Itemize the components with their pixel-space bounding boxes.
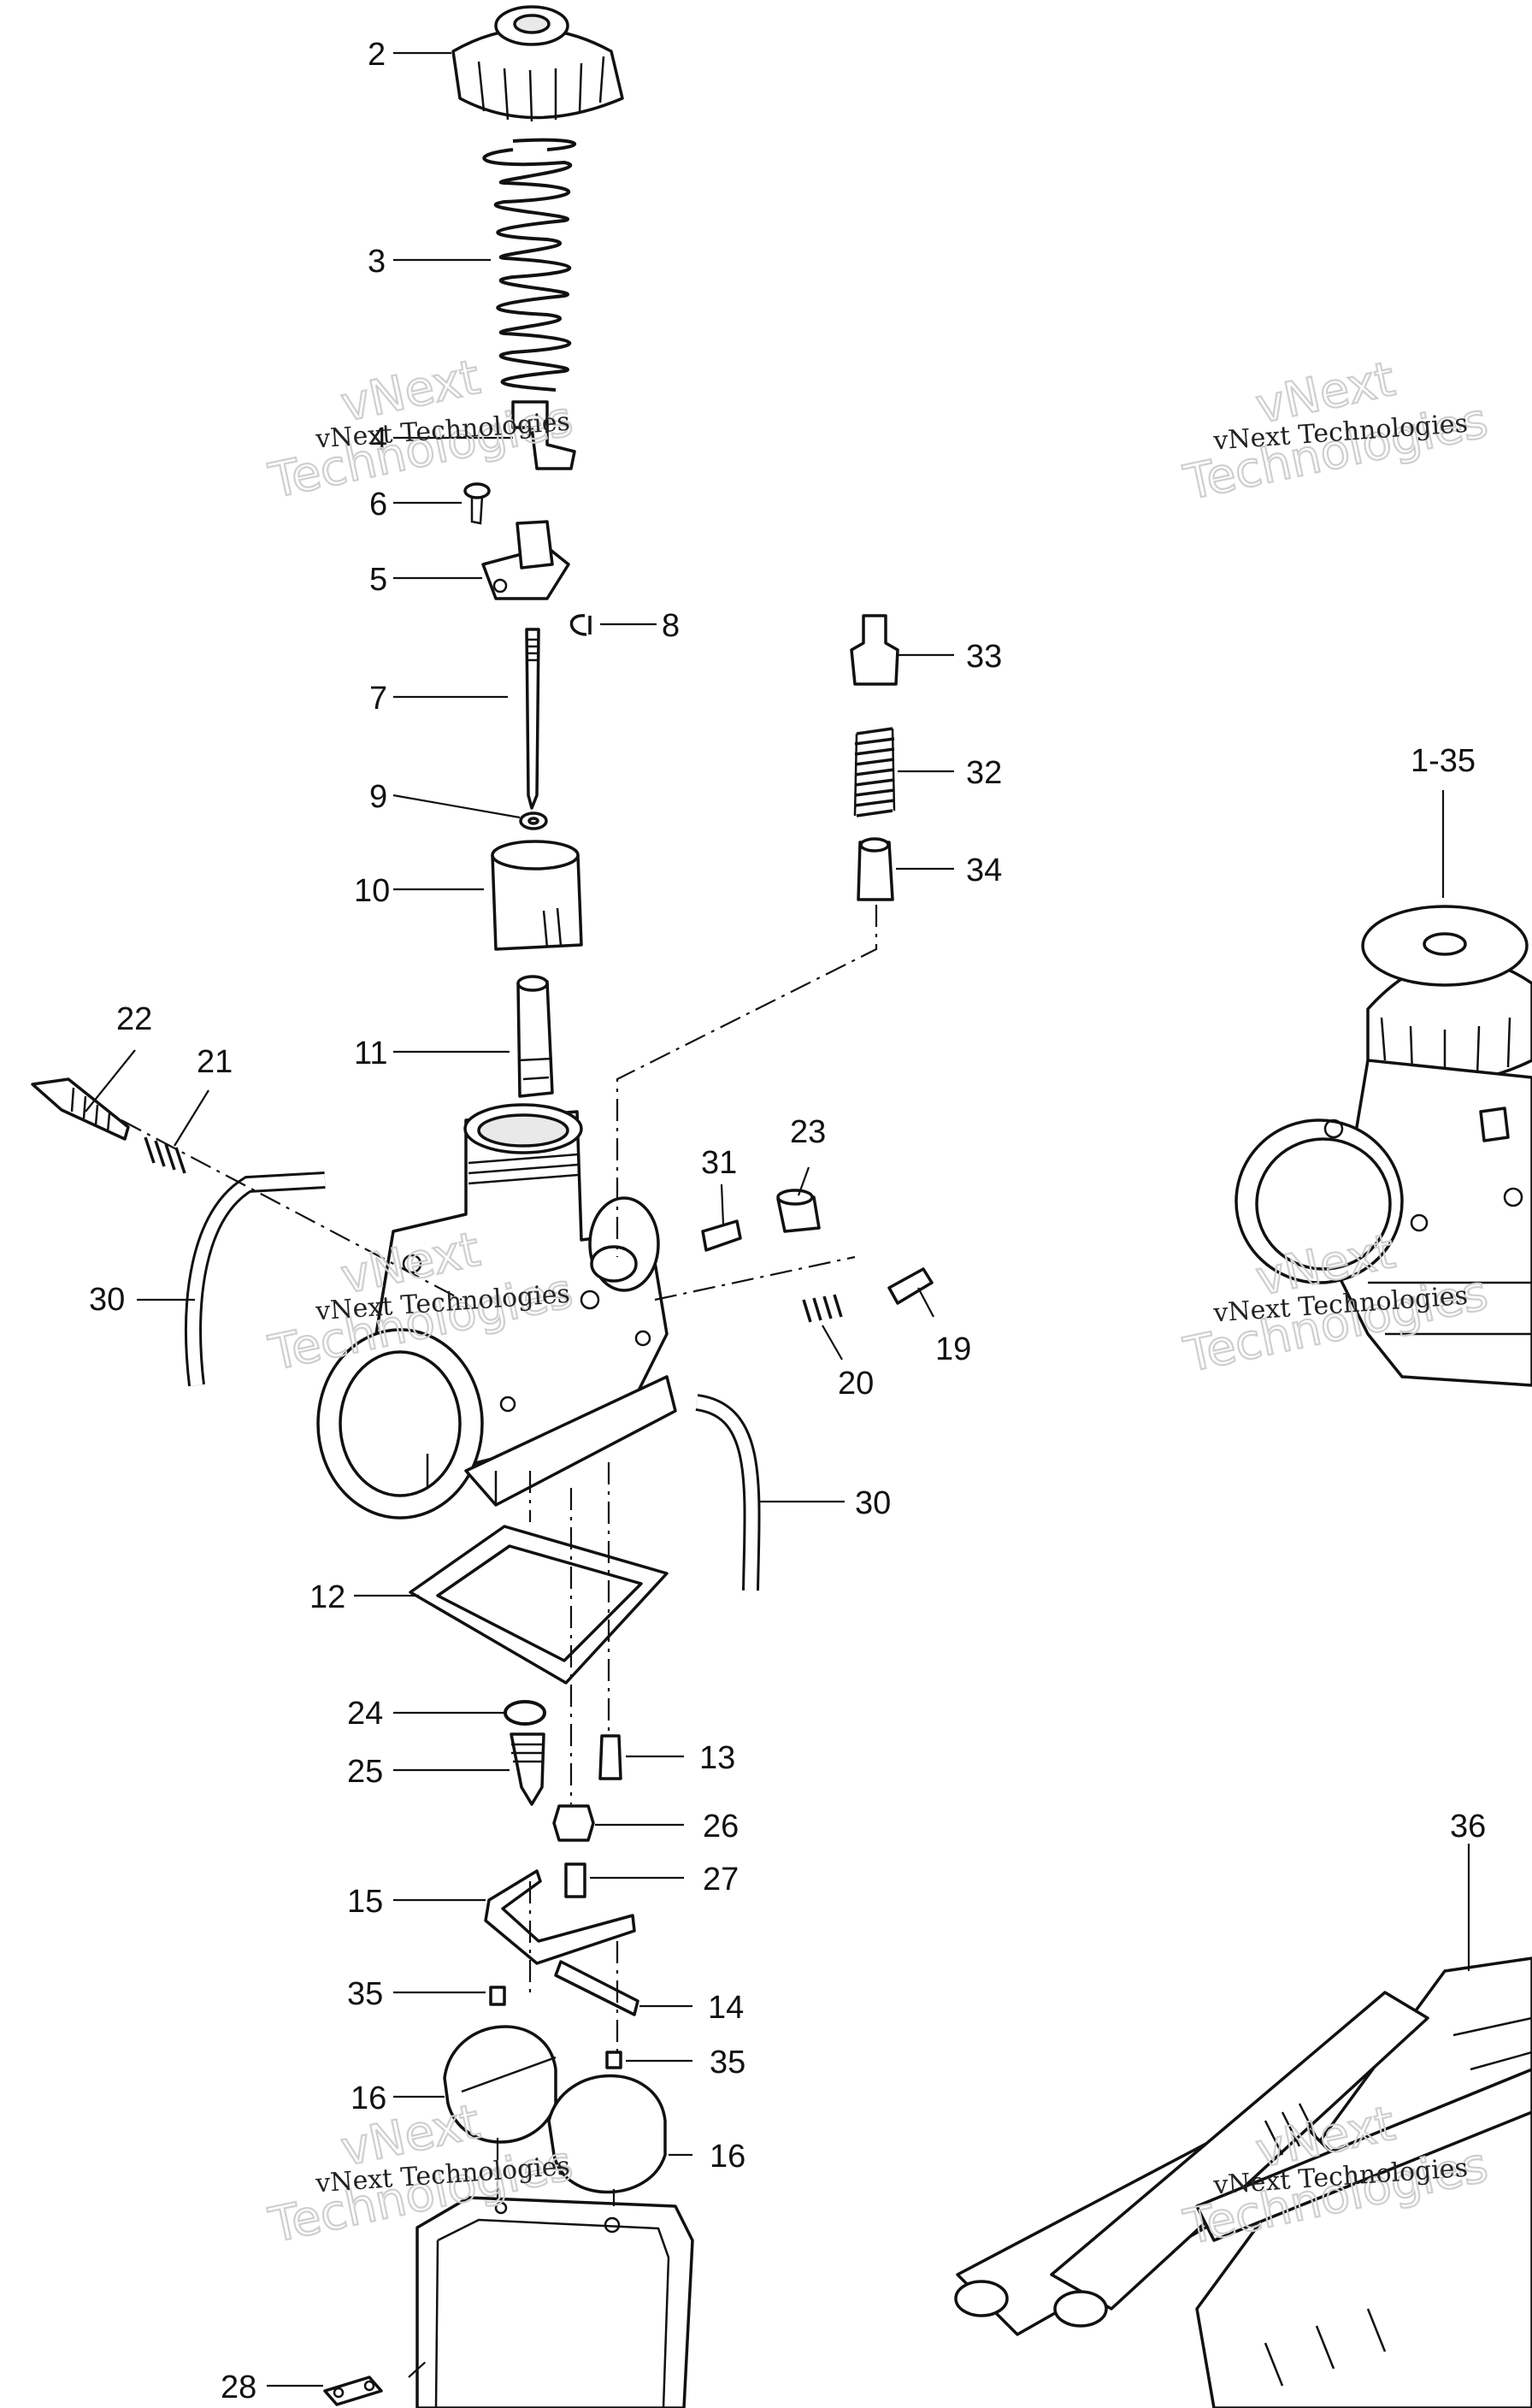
part-5-plate xyxy=(481,520,570,600)
part-7-needle xyxy=(525,628,540,810)
part-16-float-left xyxy=(443,2025,557,2144)
part-9-washer xyxy=(519,812,548,830)
callout-23: 23 xyxy=(790,1114,826,1150)
callout-31: 31 xyxy=(701,1145,737,1181)
part-3-spring xyxy=(482,138,577,392)
callout-30-right: 30 xyxy=(855,1485,891,1521)
part-6-screw xyxy=(463,482,491,525)
part-8-clip xyxy=(569,614,592,636)
callout-1-35: 1-35 xyxy=(1411,743,1476,779)
part-float-bowl xyxy=(415,2196,694,2408)
callout-9: 9 xyxy=(369,779,387,815)
part-10-slide xyxy=(491,840,583,951)
callout-36: 36 xyxy=(1450,1809,1486,1844)
tool-kit xyxy=(954,1956,1532,2408)
part-4-bracket xyxy=(511,400,576,470)
part-30-hose-right xyxy=(695,1394,761,1591)
part-20-spring xyxy=(802,1294,843,1323)
callout-35-left: 35 xyxy=(347,1976,383,2012)
callout-19: 19 xyxy=(935,1331,971,1367)
callout-15: 15 xyxy=(347,1884,383,1920)
alignment-lines xyxy=(121,905,878,2378)
assembled-carburetor xyxy=(1234,905,1532,1387)
part-11-piston xyxy=(516,975,554,1098)
callout-14: 14 xyxy=(708,1990,744,2026)
part-34-fitting xyxy=(857,837,894,901)
callout-12: 12 xyxy=(309,1579,345,1615)
callout-22: 22 xyxy=(116,1001,152,1037)
callout-13: 13 xyxy=(699,1740,735,1776)
callout-10: 10 xyxy=(354,873,390,909)
callout-26: 26 xyxy=(703,1809,739,1844)
part-35-cap-left xyxy=(489,1986,506,2006)
leader-lines xyxy=(85,51,1470,2387)
callout-28: 28 xyxy=(221,2370,256,2405)
callout-30-left: 30 xyxy=(89,1282,125,1318)
callout-16-right: 16 xyxy=(710,2139,745,2175)
callout-32: 32 xyxy=(966,755,1002,791)
watermark-top-right: vNext Technologies vNext Technologies xyxy=(1178,351,1494,512)
part-28-clip xyxy=(323,2376,383,2406)
callout-27: 27 xyxy=(703,1862,739,1897)
carburetor-body xyxy=(316,1103,677,1520)
callout-labels: 2 3 4 6 5 8 7 9 10 11 33 32 34 22 21 30 … xyxy=(89,37,1486,2405)
part-27-main-jet xyxy=(564,1862,586,1898)
callout-5: 5 xyxy=(369,562,387,598)
part-14-pin xyxy=(554,1960,639,2016)
callout-16-left: 16 xyxy=(351,2080,386,2116)
part-12-gasket xyxy=(409,1525,669,1685)
part-15-float-arm xyxy=(484,1869,636,1965)
callout-33: 33 xyxy=(966,639,1002,675)
callout-4: 4 xyxy=(369,422,387,457)
part-33-adjuster xyxy=(850,614,899,686)
callout-3: 3 xyxy=(368,244,386,280)
callout-6: 6 xyxy=(369,487,387,522)
part-16-float-right xyxy=(547,2074,667,2194)
part-32-spring xyxy=(853,727,896,817)
part-22-screw xyxy=(31,1077,130,1141)
callout-11: 11 xyxy=(354,1036,387,1071)
callout-2: 2 xyxy=(368,37,386,73)
part-30-hose-left xyxy=(185,1172,326,1387)
callout-20: 20 xyxy=(838,1366,874,1402)
callout-21: 21 xyxy=(197,1044,233,1080)
part-19-screw xyxy=(887,1267,934,1305)
part-13-pilot-jet xyxy=(598,1734,622,1780)
part-24-oring xyxy=(504,1700,546,1726)
part-23-sleeve xyxy=(776,1189,821,1233)
part-26-nut xyxy=(552,1804,595,1842)
watermark-top-left: vNext Technologies vNext Technologies xyxy=(263,349,579,511)
part-2-cap xyxy=(451,5,624,122)
part-25-jet-holder xyxy=(510,1732,545,1806)
callout-7: 7 xyxy=(369,681,387,717)
callout-24: 24 xyxy=(347,1696,383,1732)
callout-35-right: 35 xyxy=(710,2045,745,2080)
part-35-cap-right xyxy=(605,2051,622,2069)
part-31-jet xyxy=(701,1219,742,1252)
callout-8: 8 xyxy=(662,608,680,644)
callout-25: 25 xyxy=(347,1754,383,1790)
part-21-spring xyxy=(144,1136,186,1174)
callout-34: 34 xyxy=(966,853,1002,888)
